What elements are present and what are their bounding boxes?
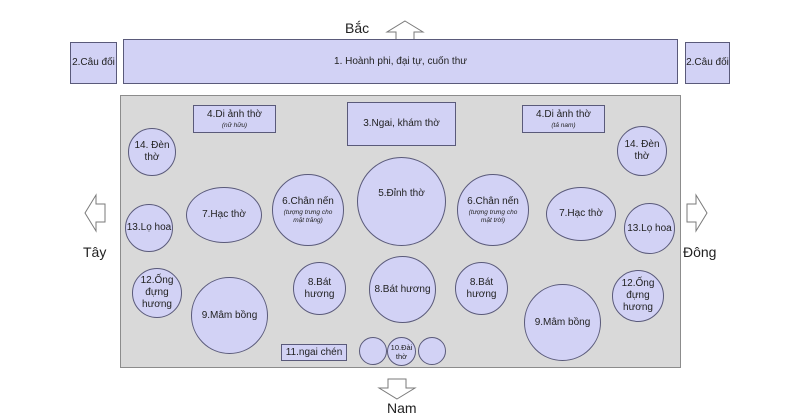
bat-huong-left: 8.Bát hương — [293, 262, 346, 315]
ngai-kham-tho: 3.Ngai, khám thờ — [347, 102, 456, 146]
dai-tho: 10.Đài thờ — [387, 337, 416, 366]
di-anh-left-note: (nữ hữu) — [221, 121, 248, 129]
di-anh-right-label: 4.Di ảnh thờ — [536, 108, 591, 120]
east-arrow-icon — [686, 193, 708, 233]
ngai-chen: 11.ngai chén — [281, 344, 347, 361]
dinh-tho-label: 5.Đỉnh thờ — [378, 188, 425, 199]
lo-hoa-left-label: 13.Lọ hoa — [126, 222, 172, 233]
hac-tho-right-label: 7.Hạc thờ — [559, 208, 603, 219]
chan-nen-left-note: (tượng trưng cho mặt trăng) — [283, 209, 333, 224]
bat-huong-center-label: 8.Bát hương — [374, 283, 431, 295]
chan-nen-left-label: 6.Chân nến — [282, 196, 334, 208]
hoanh-phi-label: 1. Hoành phi, đại tự, cuốn thư — [334, 55, 467, 67]
mam-bong-right: 9.Mâm bồng — [524, 284, 601, 361]
mam-bong-right-label: 9.Mâm bồng — [534, 316, 591, 328]
dinh-tho: 5.Đỉnh thờ — [357, 157, 446, 246]
den-tho-left: 14. Đèn thờ — [128, 128, 176, 176]
den-tho-left-label: 14. Đèn thờ — [134, 140, 170, 163]
di-anh-right-note: (tả nam) — [551, 121, 576, 129]
cau-doi-right-label: 2.Câu đối — [686, 57, 729, 68]
di-anh-left: 4.Di ảnh thờ (nữ hữu) — [193, 105, 276, 133]
ngai-label: 3.Ngai, khám thờ — [363, 118, 440, 129]
den-tho-right: 14. Đèn thờ — [617, 126, 667, 176]
chan-nen-right-note: (tượng trưng cho mặt trời) — [468, 209, 518, 224]
chan-nen-right: 6.Chân nến (tượng trưng cho mặt trời) — [457, 174, 529, 246]
lo-hoa-right-label: 13.Lọ hoa — [627, 222, 672, 234]
dai-tho-label: 10.Đài thờ — [390, 342, 413, 361]
cau-doi-left: 2.Câu đối — [70, 42, 117, 84]
ong-dung-huong-left: 12.Ống đựng hương — [132, 268, 182, 318]
west-arrow-icon — [84, 193, 106, 233]
hac-tho-right: 7.Hạc thờ — [546, 187, 616, 241]
hac-tho-left: 7.Hạc thờ — [186, 187, 262, 243]
bat-huong-right: 8.Bát hương — [455, 262, 508, 315]
cau-doi-right: 2.Câu đối — [685, 42, 730, 84]
south-label: Nam — [387, 400, 417, 416]
ong-dung-huong-right: 12.Ống đựng hương — [612, 270, 664, 322]
ngai-chen-label: 11.ngai chén — [285, 346, 343, 358]
mam-bong-left: 9.Mâm bồng — [191, 277, 268, 354]
east-label: Đông — [683, 244, 717, 260]
bat-huong-center: 8.Bát hương — [369, 256, 436, 323]
lo-hoa-right: 13.Lọ hoa — [624, 203, 675, 254]
ong-dung-huong-left-label: 12.Ống đựng hương — [140, 275, 174, 310]
south-arrow-icon — [377, 378, 417, 400]
dai-tho-cup-left — [359, 337, 387, 365]
bat-huong-left-label: 8.Bát hương — [304, 276, 335, 300]
dai-tho-cup-right — [418, 337, 446, 365]
lo-hoa-left: 13.Lọ hoa — [125, 204, 173, 252]
den-tho-right-label: 14. Đèn thờ — [624, 139, 660, 162]
ong-dung-huong-right-label: 12.Ống đựng hương — [621, 278, 655, 313]
di-anh-right: 4.Di ảnh thờ (tả nam) — [522, 105, 605, 133]
bat-huong-right-label: 8.Bát hương — [466, 276, 497, 300]
di-anh-left-label: 4.Di ảnh thờ — [207, 108, 262, 120]
mam-bong-left-label: 9.Mâm bồng — [201, 309, 258, 321]
west-label: Tây — [83, 244, 107, 260]
north-label: Bắc — [345, 20, 370, 36]
chan-nen-right-label: 6.Chân nến — [467, 196, 519, 208]
chan-nen-left: 6.Chân nến (tượng trưng cho mặt trăng) — [272, 174, 344, 246]
hoanh-phi: 1. Hoành phi, đại tự, cuốn thư — [123, 39, 678, 84]
hac-tho-left-label: 7.Hạc thờ — [202, 209, 246, 220]
cau-doi-left-label: 2.Câu đối — [72, 57, 115, 68]
